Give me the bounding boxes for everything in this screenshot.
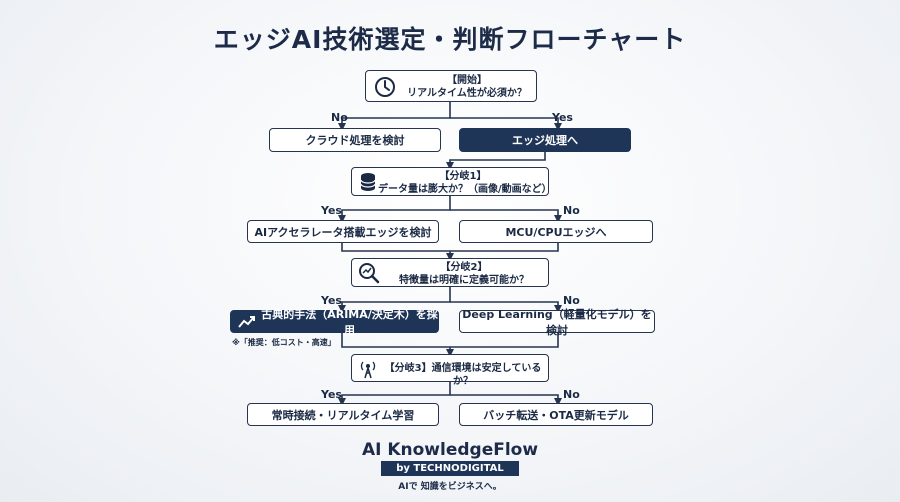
deep-learning-box: Deep Learning（軽量化モデル）を検討 xyxy=(459,308,655,337)
branch3-question: 【分岐3】通信環境は安定しているか？ xyxy=(384,363,542,387)
mcu-cpu-box: MCU/CPUエッジへ xyxy=(459,220,653,243)
page-title: エッジAI技術選定・判断フローチャート xyxy=(213,25,687,54)
clock-icon xyxy=(375,77,395,97)
brand-byline: by TECHNODIGITAL xyxy=(381,461,519,476)
branch2-question-box: 【分岐2】 特徴量は明確に定義可能か？ xyxy=(351,258,549,287)
magnifier-chart-icon xyxy=(359,263,380,284)
yes-label-3: Yes xyxy=(321,294,342,307)
antenna-icon xyxy=(360,361,376,379)
classical-method-label: 古典的手法（ARIMA/決定木）を採用 xyxy=(261,307,438,337)
branch1-question-box: 【分岐1】 データ量は膨大か？（画像/動画など） xyxy=(351,167,552,196)
no-label-4: No xyxy=(563,388,580,401)
branch1-question: データ量は膨大か？（画像/動画など） xyxy=(378,184,552,195)
database-icon xyxy=(360,173,376,191)
branch3-question-box: 【分岐3】通信環境は安定しているか？ xyxy=(351,354,549,387)
batch-ota-box: バッチ転送・OTA更新モデル xyxy=(459,403,653,426)
no-label-3: No xyxy=(563,294,580,307)
start-label: 【開始】 xyxy=(447,75,487,86)
no-label-2: No xyxy=(563,204,580,217)
edge-processing-box: エッジ処理へ xyxy=(459,128,631,152)
trend-chart-icon xyxy=(238,316,255,328)
recommendation-note: ※「推奨：低コスト・高速」 xyxy=(232,338,336,347)
yes-label-4: Yes xyxy=(321,388,342,401)
brand-name: AI KnowledgeFlow xyxy=(361,440,539,460)
realtime-learning-box: 常時接続・リアルタイム学習 xyxy=(247,403,439,426)
branch1-label: 【分岐1】 xyxy=(439,171,487,182)
branch2-question: 特徴量は明確に定義可能か？ xyxy=(399,275,529,286)
yes-label-1: Yes xyxy=(552,111,573,124)
ai-accelerator-box: AIアクセラレータ搭載エッジを検討 xyxy=(247,220,439,243)
start-question-box: 【開始】 リアルタイム性が必須か？ xyxy=(365,70,537,102)
branch2-label: 【分岐2】 xyxy=(440,262,488,273)
cloud-processing-box: クラウド処理を検討 xyxy=(269,128,441,152)
no-label-1: No xyxy=(331,111,348,124)
brand-tagline: AIで 知識をビジネスへ。 xyxy=(398,482,502,492)
yes-label-2: Yes xyxy=(321,204,342,217)
classical-method-box: 古典的手法（ARIMA/決定木）を採用 xyxy=(230,308,439,337)
start-question: リアルタイム性が必須か？ xyxy=(407,88,527,99)
